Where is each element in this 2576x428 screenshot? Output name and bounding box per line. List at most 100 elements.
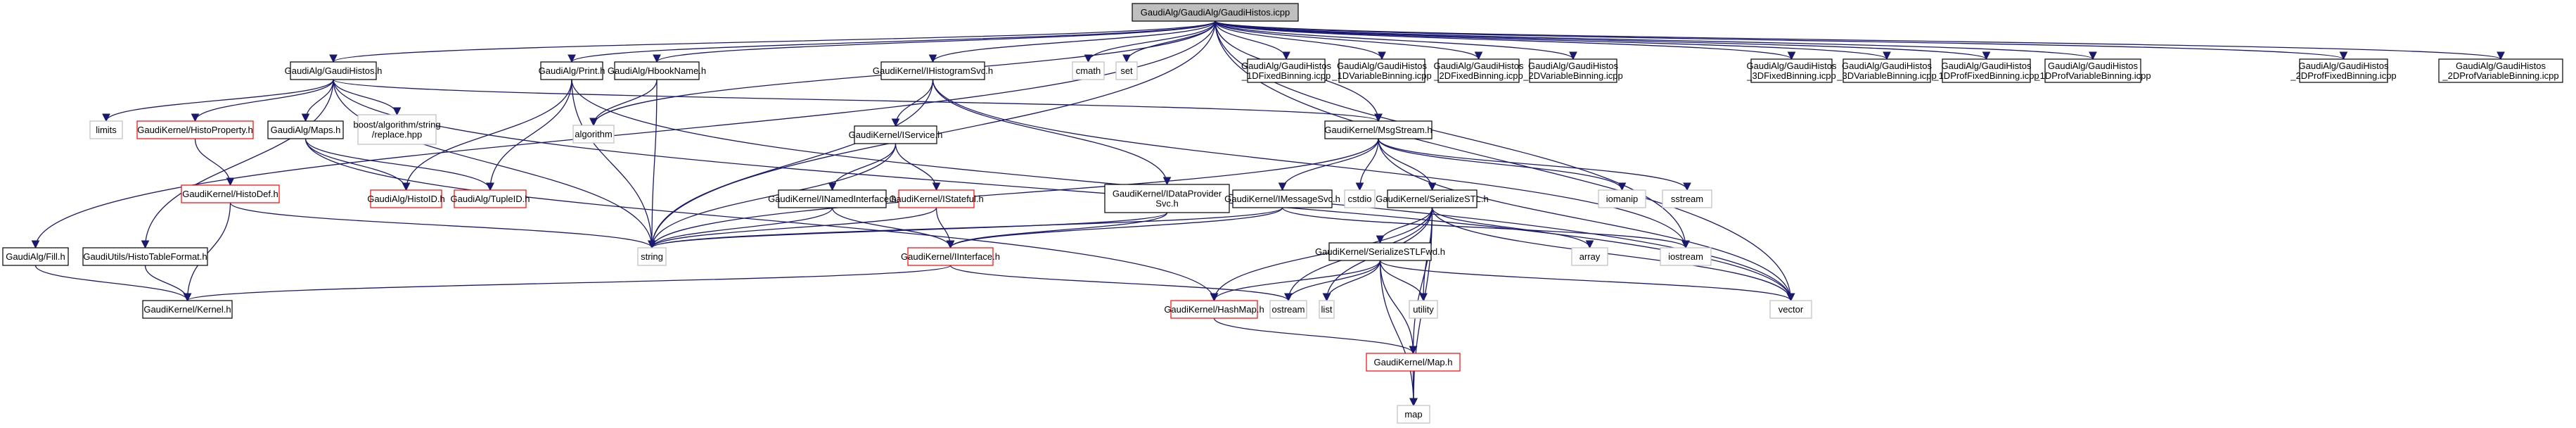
node-label-ostream: ostream xyxy=(1272,304,1305,315)
node-label-histoproperty_h: GaudiKernel/HistoProperty.h xyxy=(137,125,253,135)
node-box-histoproperty_h xyxy=(136,120,254,139)
node-istateful_h[interactable]: GaudiKernel/IStateful.h xyxy=(889,189,984,208)
node-label-serializestl_h: GaudiKernel/SerializeSTL.h xyxy=(1376,194,1488,204)
node-gaudihistos_h[interactable]: GaudiAlg/GaudiHistos.h xyxy=(285,61,383,80)
node-b1dfixed[interactable]: GaudiAlg/GaudiHistos_1DFixedBinning.icpp xyxy=(1241,58,1332,83)
node-map_h[interactable]: GaudiKernel/Map.h xyxy=(1366,353,1461,372)
node-label-inamedinterface_h: GaudiKernel/INamedInterface.h xyxy=(768,194,897,204)
node-ihistogramsvc_h[interactable]: GaudiKernel/IHistogramSvc.h xyxy=(873,61,993,80)
nodes-layer: GaudiAlg/GaudiAlg/GaudiHistos.icppGaudiA… xyxy=(2,3,2563,424)
node-iinterface_h[interactable]: GaudiKernel/IInterface.h xyxy=(901,247,1000,266)
node-box-iservice_h xyxy=(854,125,937,144)
edge-gaudihistos_h-to-msgstream_h xyxy=(333,79,1383,122)
node-box-root xyxy=(1132,3,1299,22)
node-box-b2dproffixed xyxy=(2299,58,2388,83)
node-label-b3dvar: _3DVariableBinning.icpp xyxy=(1836,70,1936,81)
edge-gaudihistos_h-to-limits xyxy=(102,79,334,122)
node-box-gaudihistos_h xyxy=(290,61,377,80)
node-inamedinterface_h[interactable]: GaudiKernel/INamedInterface.h xyxy=(768,189,897,208)
node-label-maps_h: GaudiAlg/Maps.h xyxy=(271,125,341,135)
edge-serializestlfwd_h-to-map xyxy=(1379,260,1418,407)
edge-root-to-hbookname_h xyxy=(653,20,1216,63)
edge-root-to-print_h xyxy=(568,20,1216,63)
edge-root-to-b2dproffixed xyxy=(1215,20,2347,61)
node-fill_h[interactable]: GaudiAlg/Fill.h xyxy=(2,247,69,266)
edge-hbookname_h-to-algorithm xyxy=(589,79,658,127)
edge-ihistogramsvc_h-to-string xyxy=(648,79,934,249)
node-hashmap_h[interactable]: GaudiKernel/HashMap.h xyxy=(1164,300,1264,319)
node-box-b1dprofvar xyxy=(2044,58,2141,83)
edge-istateful_h-to-iinterface_h xyxy=(935,207,955,249)
edge-gaudihistos_h-to-string xyxy=(333,79,656,249)
edge-hbookname_h-to-string xyxy=(648,79,658,249)
node-maps_h[interactable]: GaudiAlg/Maps.h xyxy=(267,120,344,139)
node-box-vector xyxy=(1769,300,1812,319)
edge-root-to-b2dvar xyxy=(1215,20,1577,61)
edge-msgstream_h-to-iomanip xyxy=(1378,138,1627,191)
edge-root-to-b1dfixed xyxy=(1215,20,1290,61)
node-b3dvar[interactable]: GaudiAlg/GaudiHistos_3DVariableBinning.i… xyxy=(1836,58,1937,83)
node-b2dfixed[interactable]: GaudiAlg/GaudiHistos_2DFixedBinning.icpp xyxy=(1433,58,1524,83)
node-msgstream_h[interactable]: GaudiKernel/MsgStream.h xyxy=(1324,120,1433,139)
node-label-imessagesvc_h: GaudiKernel/IMessageSvc.h xyxy=(1224,194,1340,204)
node-root[interactable]: GaudiAlg/GaudiAlg/GaudiHistos.icpp xyxy=(1132,3,1299,22)
node-iservice_h[interactable]: GaudiKernel/IService.h xyxy=(849,125,943,144)
node-set: set xyxy=(1115,61,1138,80)
node-box-iinterface_h xyxy=(907,247,994,266)
edge-iinterface_h-to-ostream xyxy=(949,265,1293,302)
edge-root-to-iostream xyxy=(1215,20,1690,249)
node-b1dproffixed[interactable]: GaudiAlg/GaudiHistos_1DProfFixedBinning.… xyxy=(1933,58,2039,83)
node-label-b1dproffixed: GaudiAlg/GaudiHistos xyxy=(1942,61,2032,71)
edge-msgstream_h-to-sstream xyxy=(1378,138,1691,191)
node-histoid_h[interactable]: GaudiAlg/HistoID.h xyxy=(367,189,445,208)
edge-iservice_h-to-inamedinterface_h xyxy=(828,143,897,191)
node-box-string xyxy=(637,247,667,266)
edge-gaudihistos_h-to-maps_h xyxy=(301,79,334,122)
node-label-ihistogramsvc_h: GaudiKernel/IHistogramSvc.h xyxy=(873,65,993,76)
node-b1dvar[interactable]: GaudiAlg/GaudiHistos_1DVariableBinning.i… xyxy=(1331,58,1432,83)
edge-gaudihistos_h-to-histoproperty_h xyxy=(191,79,334,122)
node-box-fill_h xyxy=(2,247,69,266)
edge-print_h-to-histoid_h xyxy=(402,79,572,191)
edge-imessagesvc_h-to-iinterface_h xyxy=(946,207,1283,249)
edge-inamedinterface_h-to-iinterface_h xyxy=(831,207,955,249)
node-print_h[interactable]: GaudiAlg/Print.h xyxy=(539,61,605,80)
node-label-b3dfixed: _3DFixedBinning.icpp xyxy=(1746,70,1835,81)
edge-serializestlfwd_h-to-map_h xyxy=(1379,260,1418,355)
node-hbookname_h[interactable]: GaudiAlg/HbookName.h xyxy=(608,61,706,80)
edge-root-to-ihistogramsvc_h xyxy=(928,20,1216,63)
node-b1dprofvar[interactable]: GaudiAlg/GaudiHistos_1DProfVariableBinni… xyxy=(2034,58,2151,83)
node-tupleid_h[interactable]: GaudiAlg/TupleID.h xyxy=(451,189,530,208)
node-label-b3dvar: GaudiAlg/GaudiHistos xyxy=(1842,61,1932,71)
node-imessagesvc_h[interactable]: GaudiKernel/IMessageSvc.h xyxy=(1224,189,1340,208)
edge-msgstream_h-to-string xyxy=(648,138,1379,249)
node-b2dvar[interactable]: GaudiAlg/GaudiHistos_2DVariableBinning.i… xyxy=(1523,58,1623,83)
node-histoproperty_h[interactable]: GaudiKernel/HistoProperty.h xyxy=(136,120,254,139)
node-serializestlfwd_h[interactable]: GaudiKernel/SerializeSTLFwd.h xyxy=(1315,242,1445,261)
node-b2dprofvar[interactable]: GaudiAlg/GaudiHistos_2DProfVariableBinni… xyxy=(2438,58,2563,83)
node-b3dfixed[interactable]: GaudiAlg/GaudiHistos_3DFixedBinning.icpp xyxy=(1746,58,1837,83)
node-box-tupleid_h xyxy=(454,189,527,208)
node-label-b1dproffixed: _1DProfFixedBinning.icpp xyxy=(1933,70,2039,81)
node-label-utility: utility xyxy=(1413,304,1434,315)
node-box-algorithm xyxy=(572,125,615,144)
node-label-b2dfixed: GaudiAlg/GaudiHistos xyxy=(1434,61,1524,71)
node-box-limits xyxy=(89,120,123,139)
edge-idataprovidersvc_h-to-string xyxy=(648,212,1168,249)
edge-root-to-b1dvar xyxy=(1215,20,1386,61)
node-serializestl_h[interactable]: GaudiKernel/SerializeSTL.h xyxy=(1376,189,1489,208)
node-label-b1dvar: _1DVariableBinning.icpp xyxy=(1331,70,1431,81)
node-box-b2dfixed xyxy=(1437,58,1520,83)
node-box-b1dvar xyxy=(1338,58,1425,83)
node-label-histodef_h: GaudiKernel/HistoDef.h xyxy=(182,189,278,199)
node-histodef_h[interactable]: GaudiKernel/HistoDef.h xyxy=(181,184,280,203)
node-kernel_h[interactable]: GaudiKernel/Kernel.h xyxy=(142,300,233,319)
node-b2dproffixed[interactable]: GaudiAlg/GaudiHistos_2DProfFixedBinning.… xyxy=(2290,58,2397,83)
node-box-b2dprofvar xyxy=(2438,58,2563,83)
edge-serializestlfwd_h-to-utility xyxy=(1379,260,1428,302)
node-histotableformat_h[interactable]: GaudiUtils/HistoTableFormat.h xyxy=(82,247,208,266)
edge-serializestlfwd_h-to-hashmap_h xyxy=(1210,260,1381,302)
node-label-map_h: GaudiKernel/Map.h xyxy=(1373,357,1452,367)
